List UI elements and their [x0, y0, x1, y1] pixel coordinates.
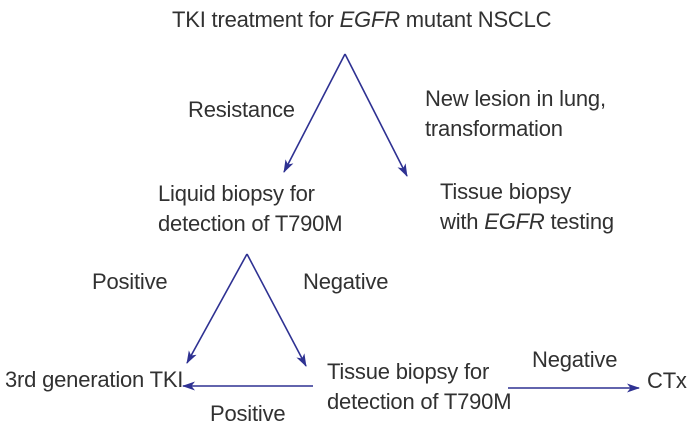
node-liquid-biopsy-line1: Liquid biopsy for	[158, 181, 315, 206]
node-tissue-biopsy-t790m: Tissue biopsy for detection of T790M	[327, 357, 512, 417]
edge-label-tissue-negative: Negative	[532, 347, 618, 372]
node-tissue-biopsy-egfr-line2-pre: with	[440, 209, 485, 234]
edge-label-new-lesion: New lesion in lung, transformation	[425, 84, 606, 144]
node-tissue-biopsy-egfr-line2: with EGFR testing	[440, 207, 614, 237]
arrow-root-to-tissue-biopsy-egfr	[344, 53, 408, 177]
node-root-text-post: mutant NSCLC	[399, 7, 552, 32]
gene-egfr-italic: EGFR	[339, 7, 401, 32]
edge-label-liquid-positive: Positive	[92, 269, 168, 294]
arrow-liquid-negative-to-tissue-biopsy-t790m	[246, 253, 307, 367]
node-ctx: CTx	[647, 368, 687, 393]
node-root-text-pre: TKI treatment for	[172, 7, 340, 32]
node-tissue-biopsy-t790m-line1: Tissue biopsy for	[327, 359, 490, 384]
edge-label-new-lesion-line2: transformation	[425, 116, 563, 141]
arrow-root-to-liquid-biopsy	[283, 53, 346, 173]
node-liquid-biopsy-line2: detection of T790M	[158, 211, 343, 236]
node-tissue-biopsy-egfr-line2-post: testing	[544, 209, 614, 234]
node-liquid-biopsy: Liquid biopsy for detection of T790M	[158, 179, 343, 239]
edge-label-new-lesion-line1: New lesion in lung,	[425, 86, 606, 111]
gene-egfr-italic: EGFR	[484, 209, 545, 234]
node-root-tki-treatment: TKI treatment for EGFR mutant NSCLC	[172, 5, 552, 35]
node-tissue-biopsy-egfr: Tissue biopsy with EGFR testing	[440, 177, 614, 237]
node-3rd-generation-tki: 3rd generation TKI	[5, 367, 184, 392]
edge-label-tissue-positive: Positive	[210, 401, 286, 426]
node-tissue-biopsy-t790m-line2: detection of T790M	[327, 389, 512, 414]
edge-label-liquid-negative: Negative	[303, 269, 389, 294]
arrow-liquid-positive-to-3rd-gen-tki	[186, 253, 248, 364]
node-tissue-biopsy-egfr-line1: Tissue biopsy	[440, 179, 572, 204]
edge-label-resistance: Resistance	[188, 97, 295, 122]
